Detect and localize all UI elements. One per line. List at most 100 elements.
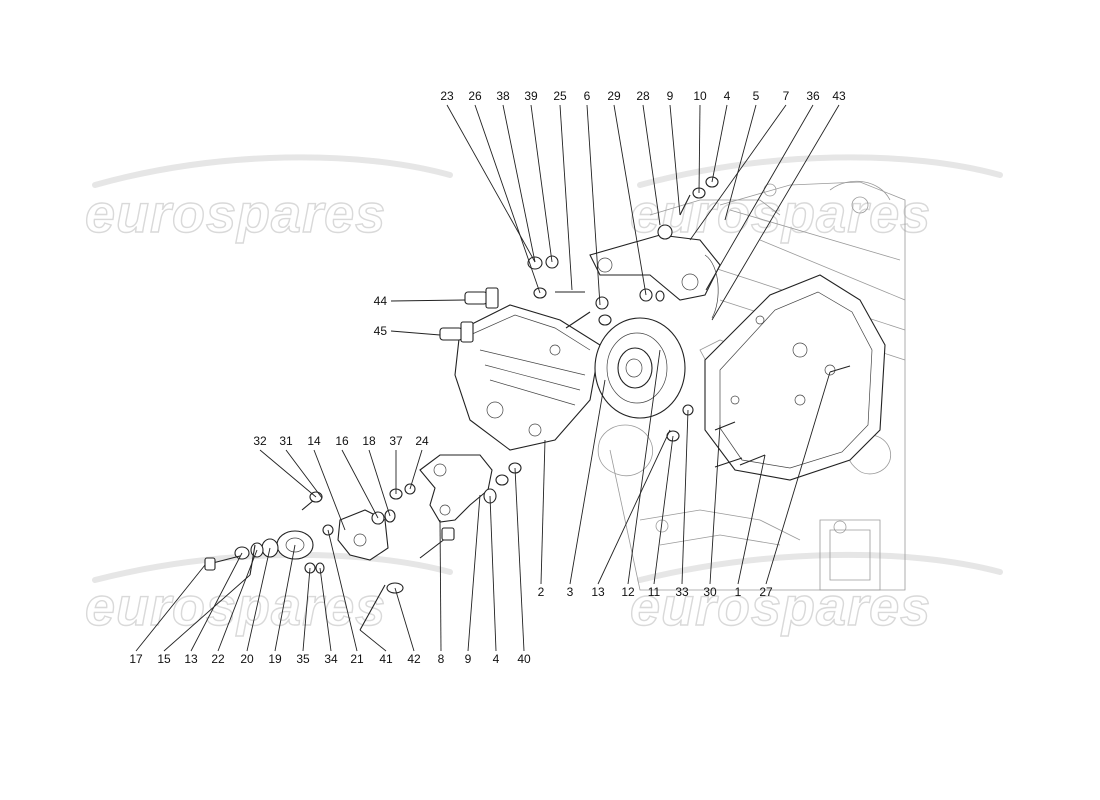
leader-line <box>439 519 442 652</box>
callout-label: 6 <box>584 89 591 103</box>
callout-label: 22 <box>211 652 225 666</box>
callout-label: 36 <box>806 89 820 103</box>
callout-label: 35 <box>296 652 310 666</box>
watermark-text: eurospares <box>630 577 931 637</box>
leader-line <box>163 574 251 652</box>
leader-line <box>711 104 728 183</box>
callout-label: 5 <box>753 89 760 103</box>
leader-line <box>502 104 536 263</box>
callout-label: 41 <box>379 652 393 666</box>
leader-line <box>586 104 601 306</box>
leader-line <box>467 494 481 652</box>
callout-label: 17 <box>129 652 143 666</box>
callout-label: 3 <box>567 585 574 599</box>
lower-bracket <box>419 454 493 523</box>
engine-block <box>597 181 906 591</box>
callout-label: 9 <box>465 652 472 666</box>
leader-line <box>711 104 840 321</box>
callout-label: 14 <box>307 434 321 448</box>
hose-fittings <box>439 287 499 343</box>
watermark-text: eurospares <box>630 184 931 244</box>
callout-label: 15 <box>157 652 171 666</box>
idler-pulley <box>234 530 314 560</box>
leader-line <box>705 104 814 291</box>
callout-label: 31 <box>279 434 293 448</box>
leader-line <box>274 544 296 652</box>
leader-line <box>737 454 766 585</box>
callout-label: 16 <box>335 434 349 448</box>
callout-label: 19 <box>268 652 282 666</box>
leader-line <box>489 495 497 652</box>
callout-label: 34 <box>324 652 338 666</box>
watermark-bottom-left: eurospares <box>84 551 453 638</box>
callout-label: 28 <box>636 89 650 103</box>
callout-label: 44 <box>374 294 388 308</box>
callout-label: 13 <box>591 585 605 599</box>
leader-line <box>597 429 671 585</box>
callout-label: 2 <box>538 585 545 599</box>
leader-line <box>302 567 311 652</box>
leader-line <box>698 104 701 194</box>
watermark-top-left: eurospares <box>84 154 453 245</box>
leader-line <box>669 104 681 216</box>
callout-label: 21 <box>350 652 364 666</box>
leader-line <box>190 552 243 652</box>
leader-lines <box>135 104 840 652</box>
callout-label: 39 <box>524 89 538 103</box>
leader-line <box>217 549 258 652</box>
leader-line <box>627 349 661 585</box>
callout-label: 7 <box>783 89 790 103</box>
leader-line <box>724 104 757 221</box>
callout-label: 40 <box>517 652 531 666</box>
leader-line <box>246 547 271 652</box>
leader-line <box>530 104 553 263</box>
leader-line <box>514 467 525 652</box>
leader-line <box>569 379 606 585</box>
callout-label: 13 <box>184 652 198 666</box>
callout-label: 42 <box>407 652 421 666</box>
upper-bracket <box>589 224 721 319</box>
callout-label: 12 <box>621 585 635 599</box>
leader-line <box>642 104 661 226</box>
callout-label: 27 <box>759 585 773 599</box>
callout-label: 26 <box>468 89 482 103</box>
leader-line <box>394 587 415 652</box>
leader-line <box>689 104 787 241</box>
leader-line <box>368 449 391 517</box>
callout-label: 10 <box>693 89 707 103</box>
leader-line <box>390 330 441 336</box>
callout-label: 9 <box>667 89 674 103</box>
callout-label: 43 <box>832 89 846 103</box>
leader-line <box>559 104 573 291</box>
callout-label: 11 <box>648 585 661 599</box>
leader-line <box>285 449 323 499</box>
callout-label: 45 <box>374 324 388 338</box>
callout-label: 8 <box>438 652 445 666</box>
callout-label: 29 <box>607 89 621 103</box>
callout-label: 37 <box>389 434 403 448</box>
leader-line <box>313 449 346 531</box>
timing-cover <box>704 274 886 481</box>
callout-label: 23 <box>440 89 454 103</box>
callout-label: 1 <box>735 585 742 599</box>
leader-line <box>681 409 689 585</box>
callout-label: 32 <box>253 434 267 448</box>
callout-label: 18 <box>362 434 376 448</box>
leader-line <box>259 449 317 498</box>
callout-label: 4 <box>724 89 731 103</box>
hardware <box>204 176 851 631</box>
callout-label: 30 <box>703 585 717 599</box>
callout-label: 24 <box>415 434 429 448</box>
leader-line <box>653 435 674 585</box>
leader-line <box>319 567 332 652</box>
leader-line <box>135 564 206 652</box>
ac-compressor <box>454 304 601 451</box>
leader-line <box>359 629 387 652</box>
callout-label: 33 <box>675 585 689 599</box>
leader-line <box>613 104 647 296</box>
leader-line <box>540 439 546 585</box>
leader-line <box>409 449 423 490</box>
callout-label: 20 <box>240 652 254 666</box>
